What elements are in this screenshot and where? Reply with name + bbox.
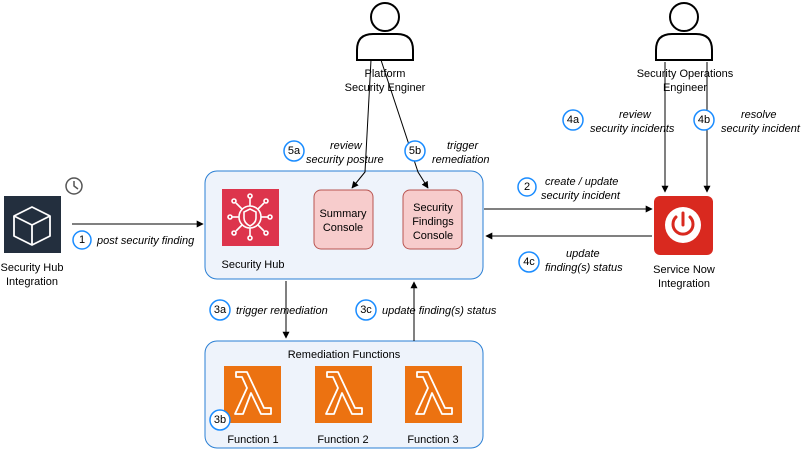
step-5b-text-line2: remediation: [432, 154, 489, 166]
step-3c-text: update finding(s) status: [382, 305, 497, 317]
step-5a-text-line1: review: [330, 140, 363, 152]
secops-engineer-label-line1: Security Operations: [637, 68, 734, 80]
step-2-number: 2: [524, 181, 530, 193]
secops-engineer-label-line2: Engineer: [663, 82, 707, 94]
platform-engineer-label-line1: Platform: [365, 68, 406, 80]
integration-label-line1: Security Hub: [1, 262, 64, 274]
step-4b-badge: 4b: [693, 109, 715, 131]
step-1-text: post security finding: [96, 235, 195, 247]
step-4a-text-line1: review: [619, 109, 652, 121]
step-5b-badge: 5b: [404, 140, 426, 162]
lambda-icon: [415, 371, 453, 415]
function-2-label: Function 2: [317, 434, 368, 446]
step-5b-number: 5b: [409, 145, 421, 157]
person-icon: [655, 2, 713, 61]
platform-engineer-label-line2: Security Enginer: [345, 82, 426, 94]
service-now-label-line2: Integration: [658, 278, 710, 290]
step-1-number: 1: [79, 234, 85, 246]
step-5a-number: 5a: [288, 145, 301, 157]
summary-console: Summary Console: [313, 189, 374, 250]
cube-icon: [13, 206, 51, 246]
secops-engineer-actor: Security Operations Engineer: [637, 2, 734, 94]
step-4b-text-line1: resolve: [741, 109, 776, 121]
security-hub-label: Security Hub: [222, 259, 285, 271]
service-now-integration: Service Now Integration: [653, 196, 715, 290]
findings-console-line1: Security: [413, 202, 453, 214]
security-hub-integration: Security Hub Integration: [1, 177, 83, 288]
step-4a-number: 4a: [567, 114, 580, 126]
step-5a-badge: 5a: [283, 140, 305, 162]
arrow-trigger-remediation-console: [380, 59, 429, 189]
security-hub-service: Security Hub: [222, 189, 285, 271]
step-3a-text: trigger remediation: [236, 305, 328, 317]
step-3a-badge: 3a: [209, 299, 231, 321]
step-4c-number: 4c: [523, 256, 535, 268]
step-5a-text-line2: security posture: [306, 154, 384, 166]
function-3: Function 3: [405, 366, 462, 446]
step-3c-badge: 3c: [355, 299, 377, 321]
step-5b-text-line1: trigger: [447, 140, 480, 152]
platform-engineer-actor: Platform Security Enginer: [345, 2, 426, 94]
service-now-label-line1: Service Now: [653, 264, 715, 276]
step-4c-text-line2: finding(s) status: [545, 262, 623, 274]
step-4c-badge: 4c: [518, 251, 540, 273]
step-2-badge: 2: [517, 177, 537, 197]
findings-console-line3: Console: [413, 230, 453, 242]
step-2-text-line1: create / update: [545, 176, 618, 188]
step-3b-number: 3b: [214, 414, 226, 426]
person-icon: [356, 2, 414, 61]
step-4b-text-line2: security incident: [721, 123, 801, 135]
step-3a-number: 3a: [214, 304, 227, 316]
function-1: Function 1: [224, 366, 281, 446]
step-4b-number: 4b: [698, 114, 710, 126]
power-icon: [665, 207, 701, 243]
step-4c-text-line1: update: [566, 248, 600, 260]
summary-console-line1: Summary: [319, 208, 367, 220]
security-findings-console: Security Findings Console: [402, 189, 463, 250]
summary-console-line2: Console: [323, 222, 363, 234]
remediation-title: Remediation Functions: [288, 349, 401, 361]
step-1-badge: 1: [72, 230, 92, 250]
clock-icon: [65, 177, 83, 195]
function-1-label: Function 1: [227, 434, 278, 446]
step-3c-number: 3c: [360, 304, 372, 316]
step-4a-text-line2: security incidents: [590, 123, 675, 135]
step-4a-badge: 4a: [562, 109, 584, 131]
function-2: Function 2: [315, 366, 372, 446]
arrow-review-posture: [351, 59, 372, 189]
integration-label-line2: Integration: [6, 276, 58, 288]
step-3b-badge: 3b: [209, 409, 231, 431]
lambda-icon: [234, 371, 272, 415]
function-3-label: Function 3: [407, 434, 458, 446]
findings-console-line2: Findings: [412, 216, 454, 228]
step-2-text-line2: security incident: [541, 190, 621, 202]
security-hub-icon: [227, 193, 273, 241]
lambda-icon: [325, 371, 363, 415]
